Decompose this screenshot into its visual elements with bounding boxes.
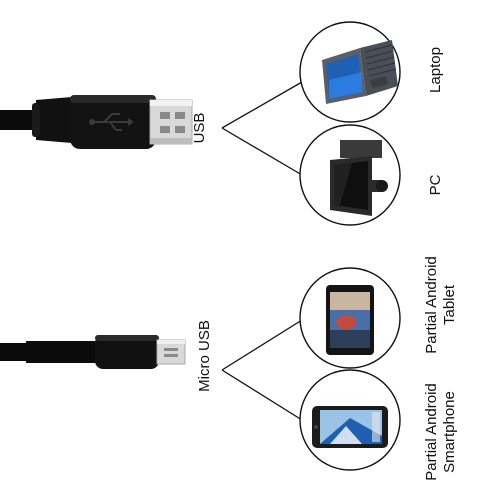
usb-connector-label: USB — [191, 112, 208, 144]
tablet-icon — [326, 285, 374, 355]
laptop-label: Laptop — [427, 40, 445, 100]
smartphone-label-line1: Partial Android — [423, 383, 440, 481]
micro-usb-cable-icon — [0, 335, 186, 369]
laptop-label-text: Laptop — [427, 47, 444, 93]
smartphone-label-line2: Smartphone — [441, 391, 458, 473]
smartphone-label: Partial Android Smartphone — [423, 372, 459, 492]
usb-cable-icon — [0, 95, 193, 149]
pc-monitor-icon — [330, 140, 388, 216]
micro-usb-label: Micro USB — [196, 316, 214, 396]
usb-label: USB — [191, 108, 209, 148]
pc-label: PC — [427, 165, 445, 205]
laptop-icon — [322, 40, 398, 104]
smartphone-icon — [312, 406, 388, 448]
tablet-label: Partial Android Tablet — [423, 245, 459, 365]
tablet-label-line2: Tablet — [441, 284, 458, 326]
micro-usb-connector-label: Micro USB — [196, 320, 213, 392]
usb-branch-lines — [221, 81, 303, 176]
tablet-label-line1: Partial Android — [423, 256, 440, 354]
pc-label-text: PC — [427, 174, 444, 196]
micro-usb-branch-lines — [221, 319, 303, 421]
